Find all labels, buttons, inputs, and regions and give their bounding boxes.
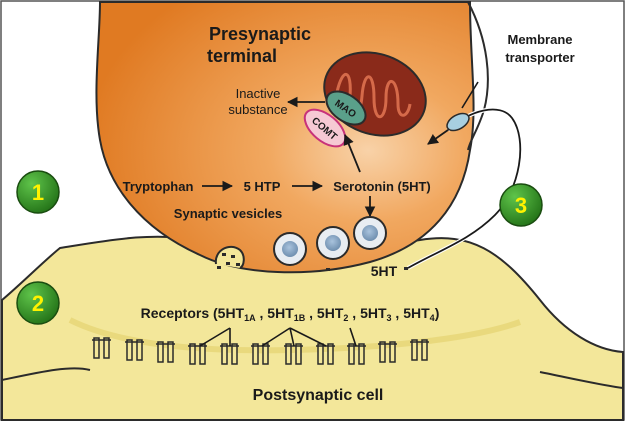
vesicle bbox=[273, 232, 307, 266]
badge-1: 1 bbox=[16, 170, 60, 214]
receptor-sep: , 5HT bbox=[392, 305, 431, 321]
postsynaptic-label: Postsynaptic cell bbox=[253, 387, 384, 404]
receptor-sep: , 5HT bbox=[305, 305, 344, 321]
mao-enzyme: MAO bbox=[325, 90, 367, 126]
synaptic-vesicles-label: Synaptic vesicles bbox=[174, 206, 282, 221]
badge-2: 2 bbox=[16, 281, 60, 325]
receptor bbox=[125, 339, 144, 361]
inactive-label-line2: substance bbox=[228, 102, 287, 117]
free-5ht-label: 5HT bbox=[371, 263, 398, 279]
receptor-subtype: 3 bbox=[387, 313, 392, 323]
membrane-label-line2: transporter bbox=[505, 50, 574, 65]
reuptake-arrow bbox=[427, 129, 449, 145]
receptor bbox=[410, 339, 429, 361]
5htp-label: 5 HTP bbox=[244, 179, 281, 194]
presynaptic-title-line2: terminal bbox=[207, 46, 277, 66]
badge-2-number: 2 bbox=[32, 291, 44, 316]
presynaptic-title-line1: Presynaptic bbox=[209, 24, 311, 44]
receptor-sep: ) bbox=[435, 305, 440, 321]
receptor bbox=[378, 341, 397, 363]
tryptophan-label: Tryptophan bbox=[123, 179, 194, 194]
badge-3-number: 3 bbox=[515, 193, 527, 218]
comt-enzyme: COMT bbox=[303, 108, 347, 148]
receptors-label: Receptors (5HT1A , 5HT1B , 5HT2 , 5HT3 ,… bbox=[141, 305, 440, 323]
receptor-subtype: 2 bbox=[343, 313, 348, 323]
membrane-transporter bbox=[446, 112, 470, 132]
transporter-pointer bbox=[461, 81, 479, 109]
receptor-subtype: 4 bbox=[430, 313, 435, 323]
serotonin-label: Serotonin (5HT) bbox=[333, 179, 431, 194]
receptor bbox=[284, 343, 303, 365]
vesicle bbox=[353, 216, 387, 250]
vesicle bbox=[316, 226, 350, 260]
receptor-subtype: 1A bbox=[244, 313, 256, 323]
inactive-label-line1: Inactive bbox=[236, 86, 281, 101]
receptor bbox=[156, 341, 175, 363]
receptor-sep: , 5HT bbox=[348, 305, 387, 321]
serotonin-molecule bbox=[404, 267, 408, 270]
releasing-vesicle bbox=[214, 245, 245, 269]
synaptic-vesicles bbox=[214, 216, 408, 271]
receptors-prefix: Receptors (5HT bbox=[141, 305, 245, 321]
arrow-serotonin-to-mao bbox=[343, 133, 361, 173]
receptor bbox=[347, 343, 366, 365]
badge-3: 3 bbox=[499, 183, 543, 227]
receptor bbox=[92, 337, 111, 359]
badge-1-number: 1 bbox=[32, 180, 44, 205]
reuptake-path bbox=[407, 108, 522, 269]
serotonin-molecule bbox=[326, 268, 330, 271]
membrane-label-line1: Membrane bbox=[507, 32, 572, 47]
receptor-pointers bbox=[199, 327, 357, 347]
receptor-sep: , 5HT bbox=[256, 305, 295, 321]
receptor-subtype: 1B bbox=[294, 313, 306, 323]
